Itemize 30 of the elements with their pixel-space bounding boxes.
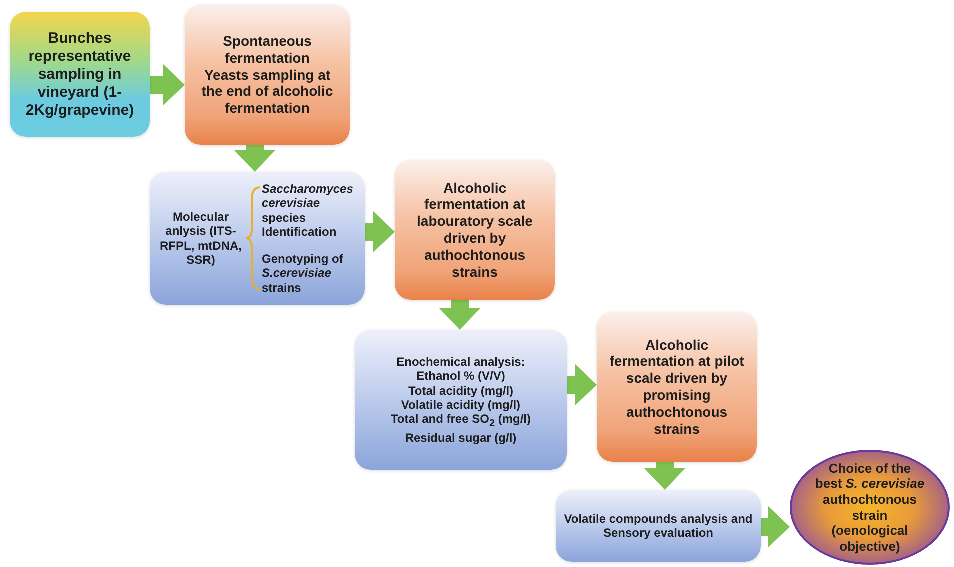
block-arrow — [644, 462, 686, 490]
process-box — [355, 330, 567, 470]
box-text: Total and free SO$_{2}$ (mg/l) — [390, 412, 532, 431]
block-arrow — [150, 64, 185, 106]
process-box — [150, 172, 365, 305]
block-arrow — [567, 364, 597, 406]
process-box — [597, 312, 757, 462]
box-text: Spontaneous fermentation — [222, 33, 313, 67]
box-text: Volatile compounds analysis and Sensory evaluation — [564, 512, 753, 540]
box-text: Bunches representative sampling in vineyard (1-2Kg/grapevine) — [24, 30, 136, 120]
block-arrow — [365, 211, 395, 253]
box-text: Ethanol % (V/V) — [416, 369, 506, 384]
box-text: Residual sugar (g/l) — [405, 430, 517, 446]
box-text: Molecular anlysis (ITS-RFPL, mtDNA, SSR) — [159, 210, 243, 268]
box-text: Choice of the best S. cerevisiae authochtonous strain (oenological objective) — [814, 460, 926, 554]
process-box — [10, 12, 150, 137]
box-text: Saccharomyces cerevisiae species Identification — [262, 182, 354, 240]
box-text: Volatile acidity (mg/l) — [401, 398, 521, 412]
block-arrow — [234, 145, 276, 172]
process-box — [185, 5, 350, 145]
box-text: Enochemical analysis: — [396, 354, 526, 370]
box-text: Alcoholic fermentation at pilot scale driven by promising authochtonous strains — [608, 336, 746, 438]
process-box — [395, 160, 555, 300]
box-text: Alcoholic fermentation at labouratory scale driven by authochtonous strains — [416, 180, 534, 280]
block-arrow — [761, 506, 790, 548]
box-text: Genotyping of S.cerevisiae strains — [262, 252, 344, 295]
box-text: Yeasts sampling at the end of alcoholic fermentation — [200, 66, 334, 117]
block-arrow — [439, 300, 481, 330]
process-box — [556, 490, 761, 562]
box-text: Total acidity (mg/l) — [408, 384, 514, 398]
